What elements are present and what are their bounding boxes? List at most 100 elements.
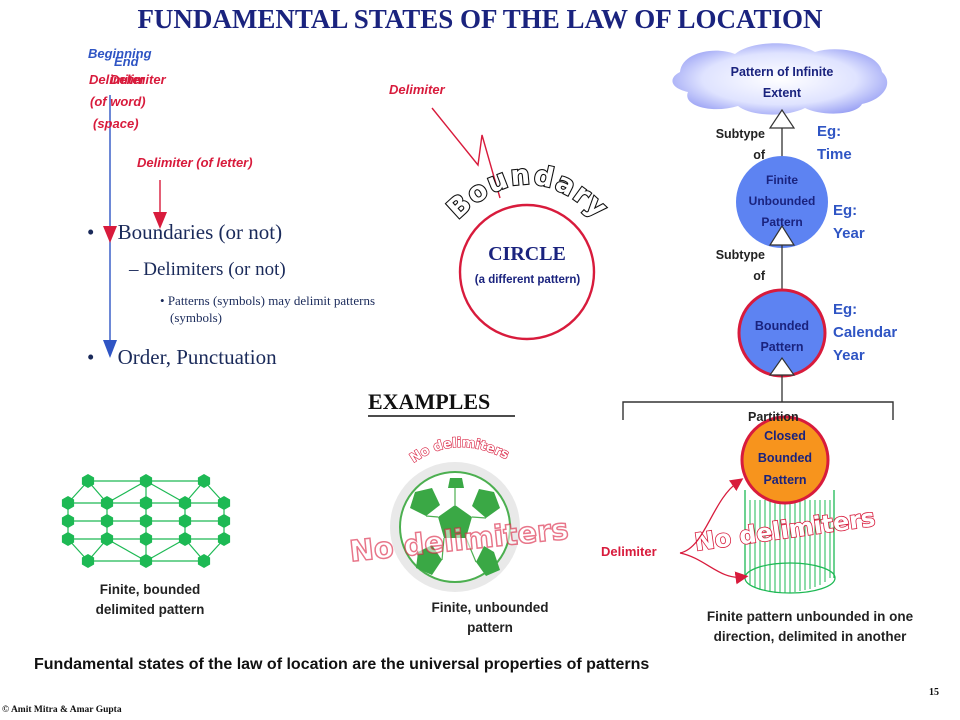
cylinder-caption-line1: Finite pattern unbounded in one	[706, 609, 914, 624]
closed-bounded-label: Closed Bounded Pattern	[735, 425, 835, 491]
bullet-3-line1: Patterns (symbols) may delimit patterns	[167, 293, 376, 308]
space-label: (space)	[93, 116, 139, 131]
bullet-1: • Boundaries (or not)	[87, 220, 282, 245]
page-number: 15	[929, 687, 939, 698]
subtype-1-line1: Subtype	[715, 127, 765, 141]
page-title: FUNDAMENTAL STATES OF THE LAW OF LOCATIO…	[137, 4, 823, 34]
cylinder-graphic	[744, 490, 836, 594]
bullet-dot: •	[87, 220, 95, 244]
lattice-node	[139, 514, 153, 528]
red-arrowhead-top	[103, 226, 117, 243]
lattice-node	[81, 554, 95, 568]
lattice-node	[139, 554, 153, 568]
circle-label: CIRCLE	[488, 243, 566, 265]
lattice-node	[139, 496, 153, 510]
footer-statement: Fundamental states of the law of locatio…	[34, 656, 650, 673]
bullet-2: – Delimiters (or not)	[129, 259, 286, 281]
boundary-lightning-arrow	[431, 107, 501, 199]
closed-bounded-circle	[740, 415, 830, 505]
delimiter-arrow-bottom	[679, 552, 749, 585]
eg-calendar-year: Eg: Calendar Year	[833, 298, 897, 367]
lattice-edge	[145, 538, 186, 562]
infinite-extent-label: Pattern of Infinite Extent	[682, 62, 882, 104]
lattice-node	[197, 474, 211, 488]
eg-cal-line2: Calendar	[833, 324, 898, 341]
boundary-delimiter-label: Delimiter	[389, 82, 445, 97]
lattice-node	[61, 514, 75, 528]
eg-time-line2: Time	[817, 146, 852, 163]
letter-delimiter-label: Delimiter (of letter)	[137, 155, 253, 170]
circle-pattern	[458, 203, 596, 341]
eg-cal-line3: Year	[833, 347, 865, 364]
eg-year: Eg: Year	[833, 199, 865, 245]
lattice-node	[217, 514, 231, 528]
lattice-node	[139, 532, 153, 546]
infinite-extent-line1: Pattern of Infinite	[730, 65, 834, 79]
closed-line3: Pattern	[763, 473, 807, 487]
lattice-node	[100, 496, 114, 510]
lattice-node	[81, 474, 95, 488]
lattice-edge	[106, 480, 147, 504]
lattice-edge	[145, 480, 186, 504]
bounded-pattern-label: Bounded Pattern	[732, 316, 832, 358]
eg-time: Eg: Time	[817, 120, 852, 166]
partition-bracket	[622, 401, 894, 420]
subtype-label-1: Subtype of	[693, 124, 765, 166]
hierarchy-graphics	[622, 43, 894, 420]
bullet-small-dot: •	[160, 293, 168, 308]
lattice-node	[178, 496, 192, 510]
bullet-dot: •	[87, 345, 95, 369]
unbounded-caption-line1: Finite, unbounded	[431, 600, 549, 615]
bullet-4: • Order, Punctuation	[87, 345, 277, 370]
beginning-label: Beginning	[88, 46, 152, 61]
bullet-3: • Patterns (symbols) may delimit pattern…	[160, 292, 375, 326]
lattice-node	[61, 496, 75, 510]
delimiter-label-b: Delimiter	[110, 72, 166, 87]
bullet-1-text: Boundaries (or not)	[117, 220, 283, 244]
no-delimiters-small-art: No delimiters	[407, 436, 511, 467]
closed-line2: Bounded	[757, 451, 813, 465]
lattice-node	[139, 474, 153, 488]
bullet-4-text: Order, Punctuation	[117, 345, 277, 369]
copyright: © Amit Mitra & Amar Gupta	[2, 705, 122, 715]
end-label: End	[114, 54, 139, 69]
unbounded-caption-line2: pattern	[467, 620, 513, 635]
subtype-triangle-1	[768, 108, 796, 129]
lattice-node	[178, 514, 192, 528]
lattice-edge	[106, 538, 147, 562]
partition-label: Partition	[748, 410, 799, 424]
cylinder-caption: Finite pattern unbounded in one directio…	[660, 607, 960, 647]
bounded-caption-line1: Finite, bounded	[99, 582, 201, 597]
examples-heading: EXAMPLES	[368, 389, 491, 414]
subtype-2-line1: Subtype	[715, 248, 765, 262]
finite-unbounded-circle	[736, 156, 828, 248]
lattice-node	[178, 532, 192, 546]
delimiter-arrow-top	[679, 478, 744, 554]
bullet-dash: –	[129, 259, 139, 280]
eg-year-line2: Year	[833, 225, 865, 242]
eg-time-line1: Eg:	[817, 123, 842, 140]
infinite-extent-line2: Extent	[762, 86, 802, 100]
eg-year-line1: Eg:	[833, 202, 858, 219]
subtype-label-2: Subtype of	[693, 245, 765, 287]
unbounded-line1: Finite	[766, 173, 798, 187]
bounded-caption-line2: delimited pattern	[95, 602, 205, 617]
bounded-delimited-lattice	[61, 474, 231, 568]
bullet-3-line2: (symbols)	[170, 310, 222, 325]
lattice-node	[217, 532, 231, 546]
circle-sublabel: (a different pattern)	[474, 274, 581, 286]
unbounded-line2: Unbounded	[748, 194, 816, 208]
lattice-node	[100, 514, 114, 528]
closed-line1: Closed	[764, 429, 806, 443]
eg-cal-line1: Eg:	[833, 301, 858, 318]
cylinder-caption-line2: direction, delimited in another	[713, 629, 907, 644]
cylinder-delimiter-label: Delimiter	[601, 544, 657, 559]
blue-arrowhead-bottom	[103, 340, 117, 358]
bounded-line1: Bounded	[754, 319, 810, 333]
unbounded-line3: Pattern	[761, 215, 803, 229]
lattice-node	[61, 532, 75, 546]
finite-unbounded-label: Finite Unbounded Pattern	[732, 170, 832, 233]
lattice-node	[100, 532, 114, 546]
word-delimiter-arrows	[103, 95, 167, 358]
